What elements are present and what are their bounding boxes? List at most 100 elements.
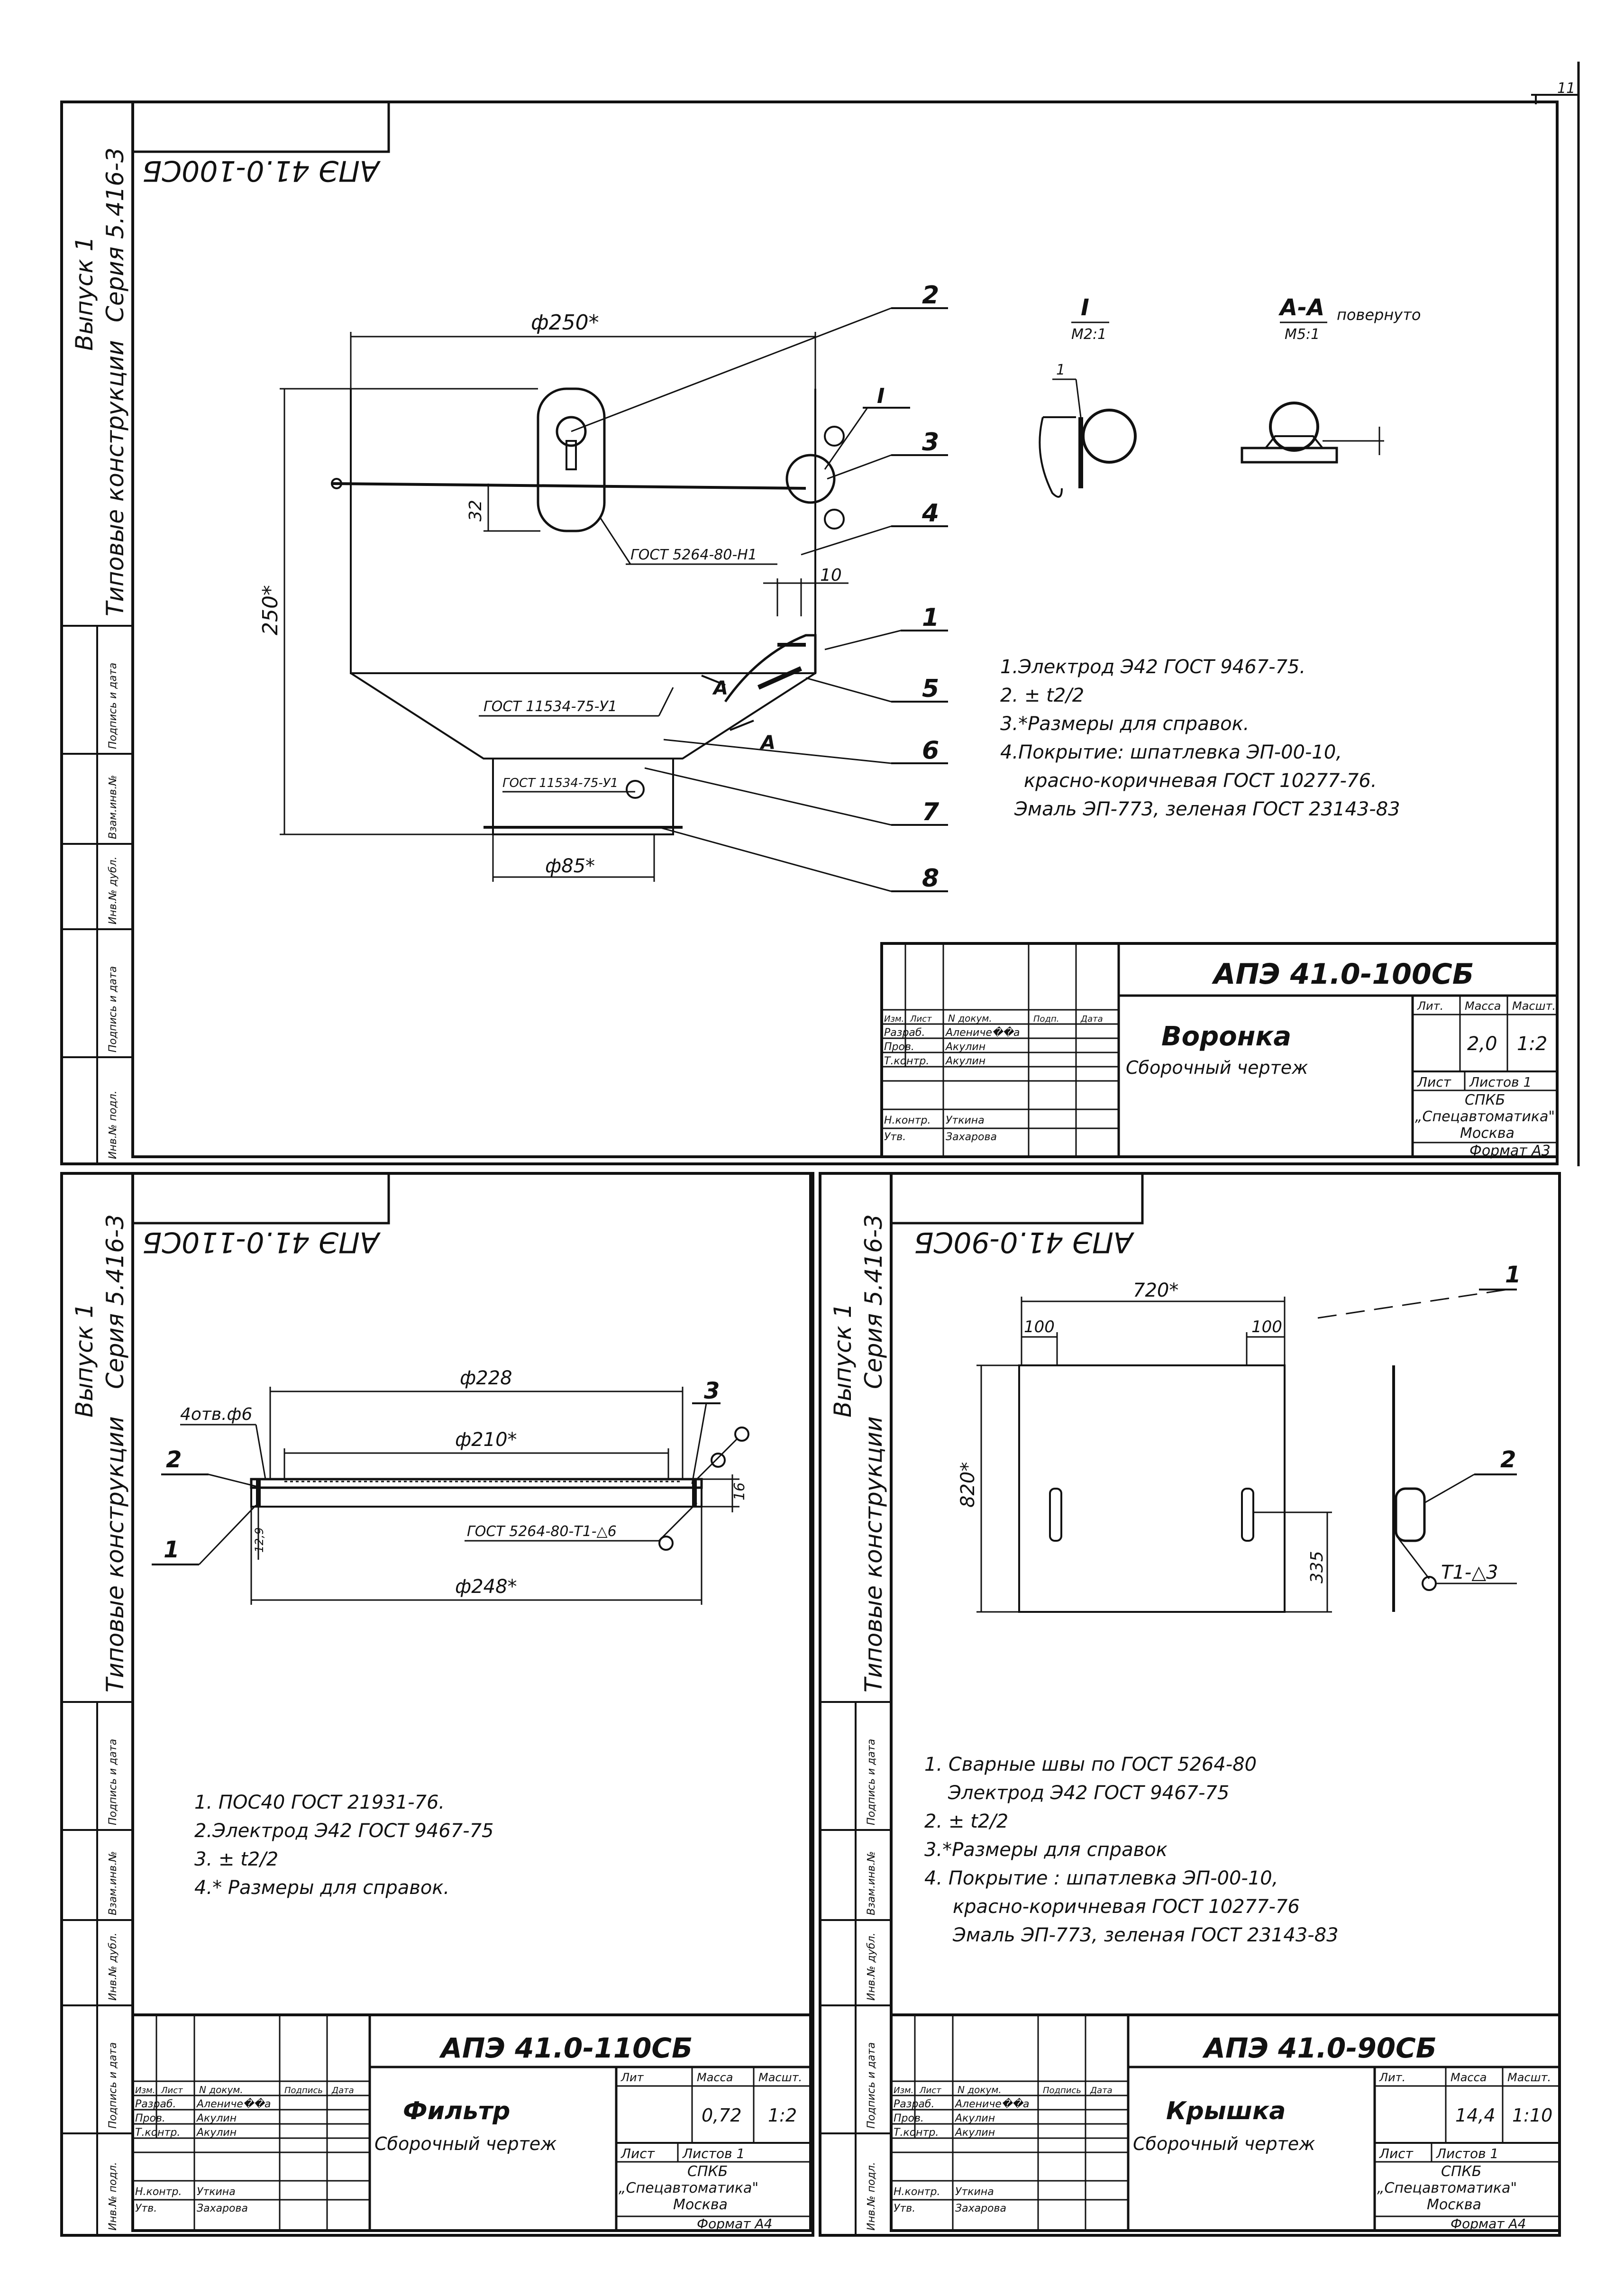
callout-7: 7 (922, 798, 940, 826)
callout-5: 5 (922, 675, 939, 703)
role-4: Н.контр. (884, 1115, 931, 1126)
sheet-top: Подпись и дата Взам.инв.№ Инв.№ дубл. По… (60, 101, 1559, 1165)
br-note-1: 1. Сварные швы по ГОСТ 5264-80 (924, 1754, 1257, 1775)
weld-label-3: ГОСТ 11534-75-У1 (502, 776, 618, 790)
bl-hdr-izm: Изм. (135, 2086, 155, 2095)
br-side-issue: Выпуск 1 (829, 1303, 857, 1418)
bl-callout-3: 3 (704, 1378, 720, 1404)
name-3: Акулин (945, 1055, 985, 1067)
bl-tb-mass: 0,72 (702, 2105, 742, 2126)
bl-tb-org-3: Москва (673, 2196, 728, 2213)
dim-d85: ф85* (545, 855, 595, 877)
view-aa-note: повернуто (1337, 306, 1421, 324)
tb-mass-hdr: Масса (1465, 999, 1501, 1013)
sheet-bl-stamp: АПЭ 41.0-110СБ (133, 1173, 390, 1259)
br-tb-designation: АПЭ 41.0-90СБ (1202, 2032, 1437, 2064)
role-5: Утв. (884, 1131, 906, 1143)
bl-note-4: 4.* Размеры для справок. (194, 1877, 449, 1899)
tb-scale-hdr: Масшт. (1512, 999, 1556, 1013)
br-tb-mass-hdr: Масса (1451, 2071, 1487, 2084)
bl-weld-label: ГОСТ 5264-80-Т1-△6 (467, 1523, 617, 1540)
bl-archive-cell-3: Инв.№ дубл. (107, 1932, 119, 2001)
note-1: 1.Электрод Э42 ГОСТ 9467-75. (1000, 656, 1305, 678)
role-1: Разраб. (884, 1027, 925, 1039)
detail-view-I: I М2:1 1 (1039, 294, 1137, 498)
side-label-typical: Типовые конструкции (101, 340, 129, 616)
note-3: 3.*Размеры для справок. (1000, 713, 1250, 735)
bl-tb-lit-hdr: Лит (620, 2071, 644, 2084)
sheet-bl-side-strip: Подпись и дата Взам.инв.№ Инв.№ дубл. По… (62, 1214, 133, 2235)
view-I-scale: М2:1 (1071, 326, 1106, 343)
br-hdr-izm: Изм. (894, 2086, 913, 2095)
filter-drawing: ф228 ф210* ф248* 16 12,9 4отв.ф6 ГОСТ 52… (152, 1367, 749, 1605)
br-role-3: Т.контр. (894, 2127, 939, 2139)
bl-callout-2: 2 (166, 1446, 182, 1473)
note-6: Эмаль ЭП-773, зеленая ГОСТ 23143-83 (1014, 798, 1400, 820)
br-archive-cell-1: Подпись и дата (866, 1739, 877, 1825)
br-stamp-text: АПЭ 41.0-90СБ (914, 1226, 1135, 1259)
dim-100b: 100 (1251, 1317, 1282, 1336)
bl-role-3: Т.контр. (135, 2127, 180, 2139)
dim-d248: ф248* (455, 1576, 517, 1598)
br-name-1: Алениче��а (954, 2097, 1029, 2110)
tb-mass: 2,0 (1467, 1033, 1497, 1055)
bl-name-5: Захарова (197, 2203, 248, 2214)
br-role-2: Пров. (894, 2113, 924, 2124)
bl-tb-scale: 1:2 (768, 2105, 797, 2126)
view-I-label: I (1081, 294, 1089, 321)
bl-hdr-date: Дата (331, 2086, 354, 2095)
page-number-tab: 11 (1531, 62, 1580, 1166)
bl-role-2: Пров. (135, 2113, 165, 2124)
dim-32: 32 (466, 500, 485, 521)
sheet-br-stamp: АПЭ 41.0-90СБ (891, 1173, 1144, 1259)
br-hdr-date: Дата (1090, 2086, 1113, 2095)
br-role-1: Разраб. (894, 2098, 934, 2110)
role-3: Т.контр. (884, 1055, 929, 1067)
br-name-4: Уткина (955, 2186, 994, 2198)
callout-8: 8 (922, 864, 939, 893)
br-name-2: Акулин (954, 2113, 995, 2124)
tb-lit-hdr: Лит. (1417, 999, 1443, 1013)
tb-sheet: Лист (1417, 1074, 1451, 1090)
br-hdr-doc: N докум. (958, 2084, 1002, 2095)
bl-callout-1: 1 (164, 1537, 179, 1563)
br-archive-cell-2: Взам.инв.№ (866, 1851, 877, 1915)
bl-tb-designation: АПЭ 41.0-110СБ (439, 2032, 693, 2064)
weld-label-2: ГОСТ 11534-75-У1 (484, 698, 617, 715)
br-tb-sheet: Лист (1379, 2146, 1414, 2161)
sheet-bl-notes: 1. ПОС40 ГОСТ 21931-76. 2.Электрод Э42 Г… (194, 1792, 493, 1899)
tb-org-3: Москва (1460, 1125, 1515, 1142)
tb-doc-type: Сборочный чертеж (1126, 1057, 1308, 1078)
br-tb-org-1: СПКБ (1441, 2163, 1481, 2180)
bl-tb-mass-hdr: Масса (697, 2071, 733, 2084)
br-callout-1: 1 (1505, 1262, 1521, 1288)
callout-4: 4 (921, 499, 939, 528)
tb-format: Формат А3 (1469, 1143, 1551, 1159)
br-tb-doc-type: Сборочный чертеж (1133, 2133, 1315, 2154)
bl-side-issue: Выпуск 1 (71, 1303, 98, 1418)
dim-335: 335 (1307, 1551, 1327, 1583)
bl-note-3: 3. ± t2/2 (194, 1848, 278, 1870)
archive-cell-1: Подпись и дата (107, 663, 119, 749)
bl-tb-sheets: Листов 1 (682, 2146, 745, 2161)
br-side-series: Серия 5.416-3 (860, 1214, 887, 1389)
br-archive-cell-5: Инв.№ подл. (866, 2162, 877, 2231)
archive-cell-5: Инв.№ подл. (107, 1090, 119, 1159)
br-archive-cell-4: Подпись и дата (866, 2042, 877, 2129)
tb-org-2: „Спецавтоматика" (1415, 1108, 1555, 1125)
bl-archive-cell-5: Инв.№ подл. (107, 2162, 119, 2231)
sheet-top-frame (60, 101, 1559, 1165)
br-name-5: Захарова (955, 2203, 1006, 2214)
callout-6: 6 (922, 736, 939, 765)
dim-16: 16 (731, 1482, 748, 1500)
br-role-5: Утв. (894, 2203, 915, 2214)
name-1: Алениче��а (945, 1026, 1020, 1039)
bl-side-typical: Типовые конструкции (101, 1416, 129, 1692)
br-tb-org-2: „Спецавтоматика" (1377, 2180, 1517, 2196)
bl-tb-org-2: „Спецавтоматика" (619, 2180, 758, 2196)
dim-h250: 250* (258, 585, 283, 635)
dim-d210: ф210* (455, 1429, 517, 1451)
sheet-br-side-strip: Подпись и дата Взам.инв.№ Инв.№ дубл. По… (820, 1214, 891, 2235)
tb-name: Воронка (1161, 1021, 1291, 1052)
section-view-aa: А-А повернуто М5:1 (1241, 294, 1421, 464)
